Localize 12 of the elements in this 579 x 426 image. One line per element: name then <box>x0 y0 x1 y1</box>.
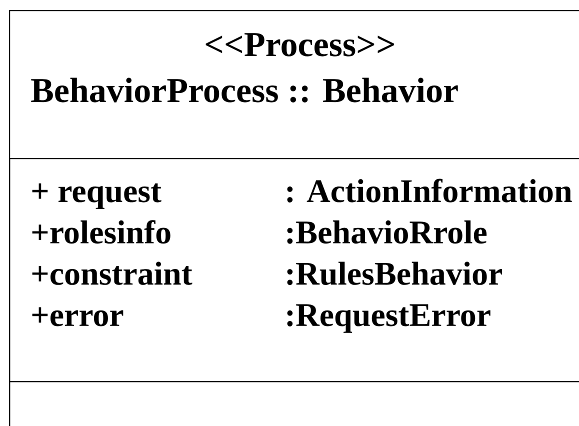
class-name: BehaviorProcess :: Behavior <box>31 78 458 102</box>
attribute-name: + request <box>32 183 162 210</box>
attribute-name: +error <box>32 307 124 326</box>
attribute-type: :BehavioRrole <box>287 220 487 244</box>
attribute-name: +rolesinfo <box>32 220 170 244</box>
attribute-compartment <box>9 158 579 382</box>
attribute-type: :RequestError <box>287 304 490 333</box>
attribute-type: :RulesBehavior <box>287 262 502 286</box>
stereotype-label: <<Process>> <box>206 33 394 56</box>
attribute-name: +constraint <box>32 262 192 285</box>
operation-compartment <box>9 381 579 426</box>
attribute-type: : ActionInformation <box>287 178 572 202</box>
